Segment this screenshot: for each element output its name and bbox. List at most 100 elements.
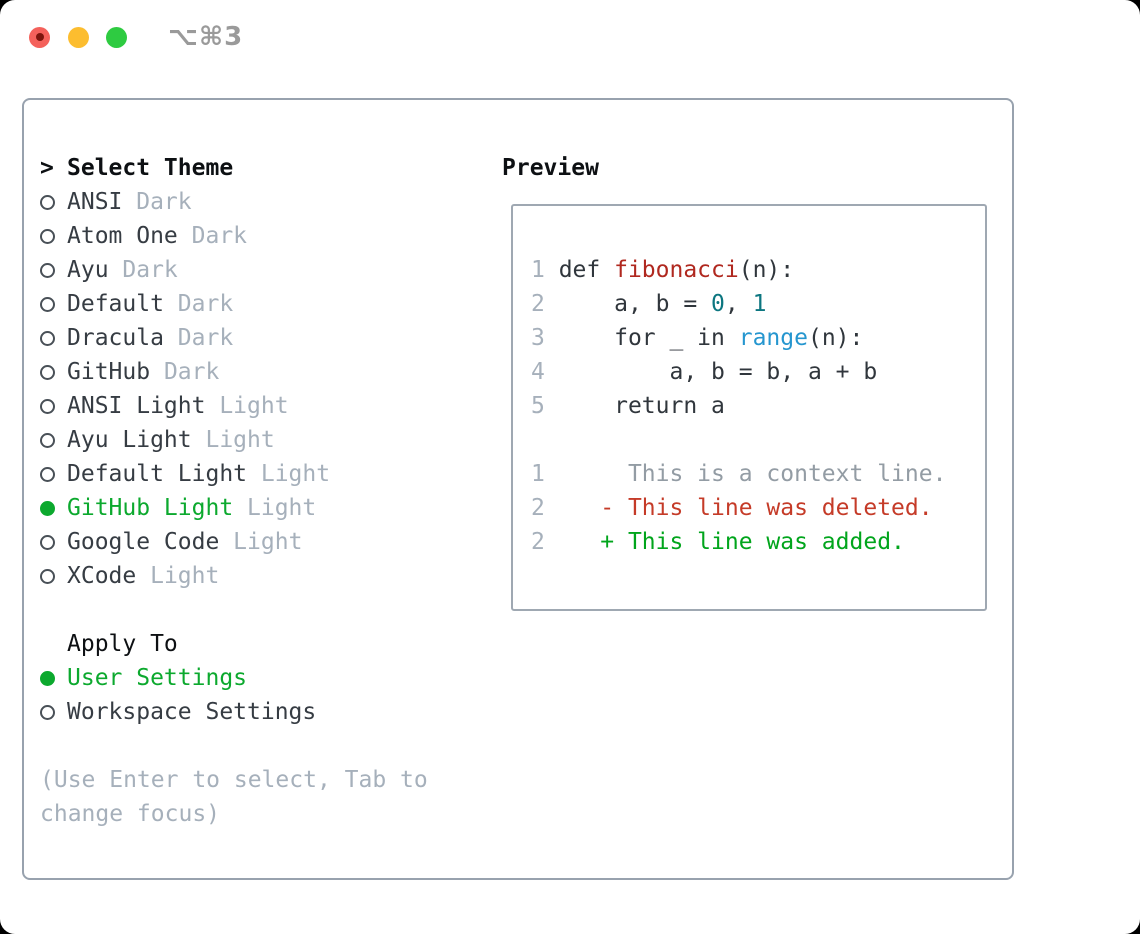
radio-icon	[40, 330, 55, 346]
preview-title: Preview	[502, 155, 599, 181]
apply-to-marker	[40, 627, 67, 661]
close-button[interactable]	[29, 26, 50, 48]
code-line: 2 a, b = 0, 1	[531, 287, 985, 321]
line-number: 5	[531, 393, 559, 419]
zoom-button[interactable]	[106, 26, 127, 48]
radio-marker	[40, 423, 67, 457]
radio-marker	[40, 525, 67, 559]
theme-option-ayu-light-light[interactable]: Ayu Light Light	[40, 423, 480, 457]
spacer	[40, 593, 480, 627]
theme-option-github-dark[interactable]: GitHub Dark	[40, 355, 480, 389]
apply-option-label: User Settings	[67, 665, 248, 691]
radio-marker	[40, 321, 67, 355]
theme-option-label: Default Light Light	[67, 461, 331, 487]
theme-option-atom-one-dark[interactable]: Atom One Dark	[40, 219, 480, 253]
theme-option-dracula-dark[interactable]: Dracula Dark	[40, 321, 480, 355]
radio-icon	[40, 194, 55, 210]
radio-icon	[40, 296, 55, 312]
radio-marker	[40, 185, 67, 219]
hint-text: (Use Enter to select, Tab to change focu…	[40, 767, 428, 827]
radio-selected-icon	[40, 500, 55, 516]
line-number: 1	[531, 461, 559, 487]
radio-marker	[40, 219, 67, 253]
code-token: for _ in	[558, 325, 739, 351]
radio-marker	[40, 559, 67, 593]
radio-marker	[40, 287, 67, 321]
code-token: 1	[752, 291, 767, 317]
radio-marker	[40, 389, 67, 423]
prompt-marker: >	[40, 151, 67, 185]
apply-to-title: Apply To	[67, 631, 178, 657]
theme-option-label: Ayu Light Light	[67, 427, 275, 453]
line-number: 2	[531, 495, 559, 521]
window-titlebar: ⌥⌘3	[0, 0, 1140, 74]
code-token: (n):	[738, 257, 795, 283]
code-token: This is a context line.	[558, 461, 947, 487]
radio-icon	[40, 398, 55, 414]
radio-icon	[40, 704, 55, 720]
theme-option-label: XCode Light	[67, 563, 220, 589]
radio-marker	[40, 491, 67, 525]
radio-marker	[40, 355, 67, 389]
code-token: + This line was added.	[558, 529, 905, 555]
code-line: 1 This is a context line.	[531, 457, 985, 491]
apply-option-label: Workspace Settings	[67, 699, 317, 725]
code-token: return a	[558, 393, 725, 419]
code-token: - This line was deleted.	[558, 495, 933, 521]
apply-option-user-settings[interactable]: User Settings	[40, 661, 480, 695]
prompt-icon: >	[40, 155, 54, 181]
code-line: 5 return a	[531, 389, 985, 423]
radio-marker	[40, 661, 67, 695]
theme-option-label: ANSI Light Light	[67, 393, 289, 419]
radio-marker	[40, 457, 67, 491]
radio-icon	[40, 432, 55, 448]
line-number: 2	[531, 291, 559, 317]
code-token: ,	[724, 291, 753, 317]
radio-icon	[40, 228, 55, 244]
theme-option-label: GitHub Light Light	[67, 495, 317, 521]
minimize-button[interactable]	[68, 26, 89, 48]
select-theme-title: Select Theme	[67, 155, 234, 181]
radio-selected-icon	[40, 670, 55, 686]
theme-option-label: Google Code Light	[67, 529, 303, 555]
spacer	[40, 729, 480, 763]
theme-option-label: Atom One Dark	[67, 223, 248, 249]
code-token: def	[558, 257, 615, 283]
theme-option-default-light-light[interactable]: Default Light Light	[40, 457, 480, 491]
theme-option-github-light-light[interactable]: GitHub Light Light	[40, 491, 480, 525]
line-number: 4	[531, 359, 559, 385]
code-token: 0	[711, 291, 725, 317]
code-token: fibonacci	[614, 257, 739, 283]
line-number: 3	[531, 325, 559, 351]
theme-option-label: Default Dark	[67, 291, 234, 317]
line-number: 1	[531, 257, 559, 283]
theme-option-default-dark[interactable]: Default Dark	[40, 287, 480, 321]
code-line: 2 + This line was added.	[531, 525, 985, 559]
code-line	[531, 423, 985, 457]
theme-option-ansi-light-light[interactable]: ANSI Light Light	[40, 389, 480, 423]
code-token: (n):	[807, 325, 864, 351]
radio-marker	[40, 253, 67, 287]
theme-option-label: Ayu Dark	[67, 257, 178, 283]
theme-option-google-code-light[interactable]: Google Code Light	[40, 525, 480, 559]
radio-marker	[40, 695, 67, 729]
theme-option-xcode-light[interactable]: XCode Light	[40, 559, 480, 593]
radio-icon	[40, 262, 55, 278]
theme-option-ayu-dark[interactable]: Ayu Dark	[40, 253, 480, 287]
code-line: 4 a, b = b, a + b	[531, 355, 985, 389]
radio-icon	[40, 466, 55, 482]
apply-option-workspace-settings[interactable]: Workspace Settings	[40, 695, 480, 729]
window-title-shortcut: ⌥⌘3	[168, 22, 244, 52]
apply-to-header: Apply To	[40, 627, 480, 661]
radio-icon	[40, 364, 55, 380]
code-line: 2 - This line was deleted.	[531, 491, 985, 525]
line-number: 2	[531, 529, 559, 555]
code-token: a, b =	[558, 291, 712, 317]
code-token: range	[738, 325, 808, 351]
theme-option-ansi-dark[interactable]: ANSI Dark	[40, 185, 480, 219]
